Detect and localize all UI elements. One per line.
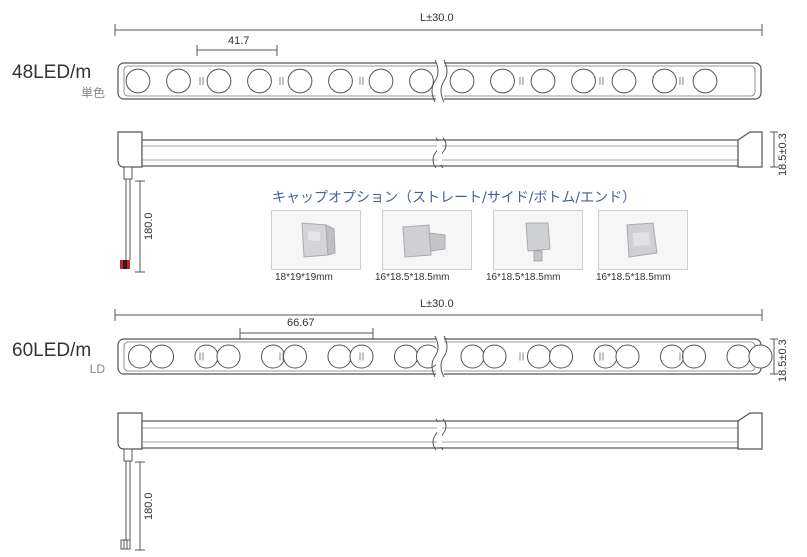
pitch-dimension-60: [239, 328, 374, 339]
led-lens: [571, 68, 596, 94]
cap-thumb-straight: [271, 210, 361, 270]
pitch-dimension-48: [196, 45, 278, 56]
cable-length-label-2: 180.0: [143, 492, 155, 520]
side-view-1: [117, 131, 778, 273]
led-lens: [282, 344, 308, 369]
solder-mark: [599, 77, 604, 85]
led-lens: [615, 344, 640, 369]
cap-size-1: 18*19*19mm: [275, 272, 333, 283]
cap-end-icon: [626, 222, 658, 258]
solder-mark: [519, 352, 524, 361]
led-lens: [194, 344, 219, 369]
break-mark: [431, 59, 448, 103]
led-lens: [526, 344, 552, 369]
mid-length-dimension: [114, 309, 763, 321]
led-lens: [260, 344, 286, 369]
solder-mark: [679, 77, 684, 85]
length-label-top: L±30.0: [420, 12, 454, 24]
led-lens: [611, 68, 637, 94]
side-view-2: [117, 412, 763, 551]
led-lens: [125, 68, 151, 94]
led-lens: [127, 344, 153, 369]
led-lens: [726, 344, 751, 369]
led-lens: [482, 344, 507, 369]
led-lens: [149, 344, 175, 369]
strip-48-top-view: [117, 59, 762, 103]
solder-mark: [359, 352, 364, 361]
solder-mark: [519, 77, 524, 85]
led-lens: [748, 344, 773, 369]
led-lens: [216, 344, 241, 369]
solder-mark: [599, 352, 604, 361]
solder-mark: [359, 77, 364, 85]
led-lens: [409, 68, 434, 94]
cap-size-3: 16*18.5*18.5mm: [486, 272, 561, 283]
height-label-strip-60: 18.5±0.3: [777, 339, 789, 382]
led-lens: [692, 68, 718, 94]
led-lens: [490, 68, 515, 94]
pitch-label-48: 41.7: [228, 35, 250, 47]
cap-size-2: 16*18.5*18.5mm: [375, 272, 450, 283]
led-lens: [349, 344, 374, 369]
led-lens: [166, 68, 191, 94]
cable-length-label-1: 180.0: [143, 212, 155, 240]
led-lens: [530, 68, 556, 94]
solder-mark: [279, 77, 284, 85]
led-lens: [247, 68, 272, 94]
led-lens: [593, 344, 618, 369]
cap-thumb-side: [382, 210, 472, 270]
type-label-60: 60LED/m: [12, 340, 92, 361]
led-lens: [681, 344, 707, 369]
led-lens: [327, 344, 352, 369]
led-lens: [287, 68, 313, 94]
led-lens: [460, 344, 485, 369]
solder-mark: [279, 352, 284, 361]
led-lens: [368, 68, 394, 94]
length-label-mid: L±30.0: [420, 298, 454, 310]
top-length-dimension: [114, 24, 763, 36]
led-lens: [328, 68, 353, 94]
cap-options-caption: キャップオプション（ストレート/サイド/ボトム/エンド）: [272, 190, 637, 206]
solder-mark: [199, 77, 204, 85]
cap-side-icon: [402, 224, 446, 258]
type-label-48: 48LED/m: [12, 62, 92, 83]
led-lens: [548, 344, 574, 369]
cap-size-4: 16*18.5*18.5mm: [596, 272, 671, 283]
led-lens: [393, 344, 419, 369]
solder-mark: [199, 352, 204, 361]
cap-thumb-end: [598, 210, 688, 270]
led-lens: [652, 68, 677, 94]
sub-label-60: LD: [89, 362, 105, 376]
led-lens: [206, 68, 232, 94]
led-lens: [449, 68, 475, 94]
solder-mark: [679, 352, 684, 361]
sub-label-48: 単色: [80, 86, 105, 100]
strip-60-top-view: [117, 335, 778, 378]
cap-bottom-icon: [525, 222, 551, 262]
break-mark: [431, 335, 448, 378]
cap-straight-icon: [301, 222, 336, 258]
cap-thumb-bottom: [493, 210, 583, 270]
pitch-label-60: 66.67: [287, 317, 315, 329]
height-label-side-1: 18.5±0.3: [777, 133, 789, 176]
